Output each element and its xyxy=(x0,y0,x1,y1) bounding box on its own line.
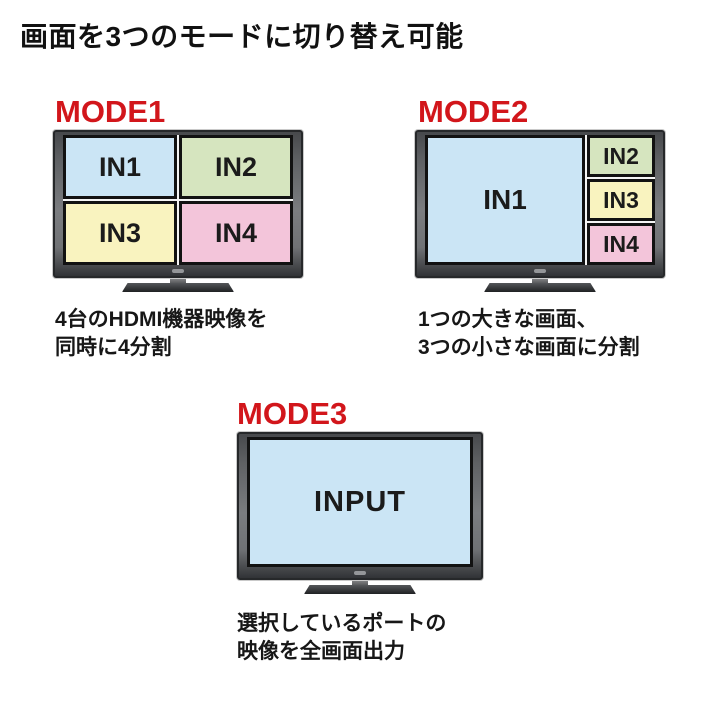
tv-stand-base xyxy=(304,585,416,594)
mode1-region-in2: IN2 xyxy=(179,135,293,199)
mode1-caption: 4台のHDMI機器映像を 同時に4分割 xyxy=(55,306,267,362)
tv-power-led xyxy=(354,571,366,575)
tv-power-led xyxy=(172,269,184,273)
tv-stand-neck xyxy=(532,278,548,283)
mode3-caption: 選択しているポートの 映像を全画面出力 xyxy=(237,610,446,666)
mode3-caption-line1: 選択しているポートの xyxy=(237,612,447,635)
tv-mode2-screen: IN1 IN2 IN3 IN4 xyxy=(425,135,655,265)
tv-mode1: IN1 IN2 IN3 IN4 xyxy=(53,130,303,292)
mode2-caption-line1: 1つの大きな画面、 xyxy=(418,308,598,331)
tv-stand-neck xyxy=(352,580,368,585)
tv-power-led xyxy=(534,269,546,273)
mode2-region-in4: IN4 xyxy=(587,223,655,265)
mode2-region-in2: IN2 xyxy=(587,135,655,177)
mode1-label: MODE1 xyxy=(55,94,166,129)
tv-mode3-bezel: INPUT xyxy=(237,432,483,580)
tv-mode3: INPUT xyxy=(237,432,483,594)
mode2-label: MODE2 xyxy=(418,94,529,129)
tv-mode3-screen: INPUT xyxy=(247,437,473,567)
mode3-region-input: INPUT xyxy=(247,437,473,567)
mode3-label: MODE3 xyxy=(237,396,348,431)
tv-mode1-bezel: IN1 IN2 IN3 IN4 xyxy=(53,130,303,278)
mode1-region-in1: IN1 xyxy=(63,135,177,199)
mode2-caption: 1つの大きな画面、 3つの小さな画面に分割 xyxy=(418,306,640,362)
mode2-region-in1: IN1 xyxy=(425,135,585,265)
mode2-side-column: IN2 IN3 IN4 xyxy=(587,135,655,265)
mode3-caption-line2: 映像を全画面出力 xyxy=(237,640,405,663)
mode1-caption-line1: 4台のHDMI機器映像を xyxy=(55,308,268,331)
mode2-caption-line2: 3つの小さな画面に分割 xyxy=(418,336,640,359)
mode1-region-in4: IN4 xyxy=(179,201,293,265)
mode1-region-in3: IN3 xyxy=(63,201,177,265)
page-title: 画面を3つのモードに切り替え可能 xyxy=(20,21,464,52)
tv-stand-base xyxy=(484,283,596,292)
tv-mode2-bezel: IN1 IN2 IN3 IN4 xyxy=(415,130,665,278)
tv-mode1-screen: IN1 IN2 IN3 IN4 xyxy=(63,135,293,265)
mode2-region-in3: IN3 xyxy=(587,179,655,221)
tv-mode2: IN1 IN2 IN3 IN4 xyxy=(415,130,665,292)
mode1-caption-line2: 同時に4分割 xyxy=(55,336,172,359)
tv-stand-base xyxy=(122,283,234,292)
tv-stand-neck xyxy=(170,278,186,283)
